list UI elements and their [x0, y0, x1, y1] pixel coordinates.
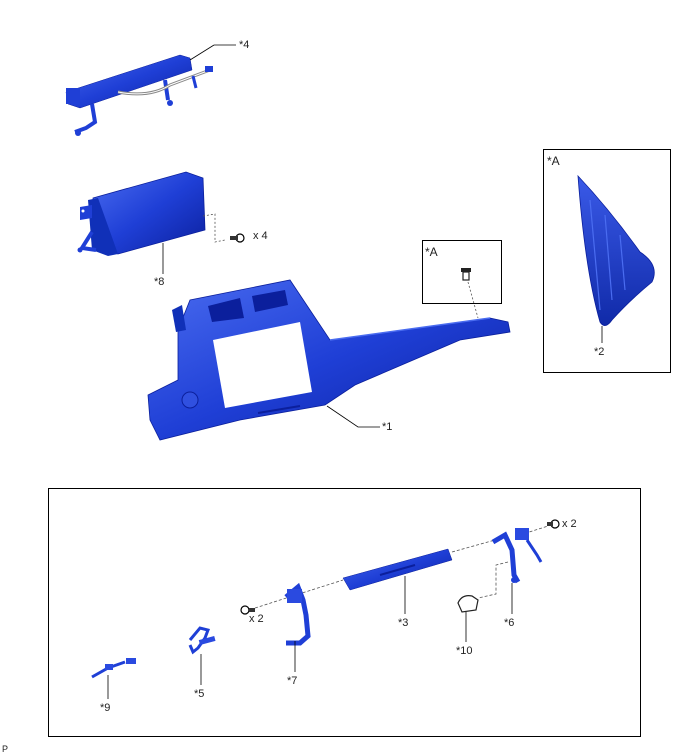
center-trim-part: [147, 279, 511, 441]
part-label-10: *10: [456, 645, 473, 657]
screw-icon: [230, 233, 245, 243]
part-label-8: *8: [154, 276, 165, 288]
leader-line-4: [189, 44, 215, 61]
right-bracket-part: [491, 528, 543, 584]
side-trim-part: [577, 174, 655, 326]
sub-assembly-box: [48, 488, 641, 737]
qty-display-screws: x 4: [253, 230, 268, 242]
qty-left-bracket-screws: x 2: [249, 613, 264, 625]
knob-part: [457, 595, 479, 613]
screw-icon: [547, 519, 560, 529]
screw-icon: [240, 605, 255, 615]
left-bracket-part: [284, 582, 311, 646]
part-label-1: *1: [382, 421, 393, 433]
part-label-2: *2: [594, 346, 605, 358]
part-label-4: *4: [239, 39, 250, 51]
bracket-harness-part: [65, 54, 213, 136]
view-a-detail-label: *A: [547, 154, 560, 168]
leader-line-1: [326, 405, 380, 428]
switch-panel-part: [342, 548, 453, 591]
corner-code: P: [2, 744, 9, 754]
part-label-3: *3: [398, 617, 409, 629]
qty-right-bracket-screws: x 2: [562, 518, 577, 530]
harness-connector-part: [91, 658, 136, 679]
part-label-6: *6: [504, 617, 515, 629]
display-unit-part: [77, 171, 206, 256]
view-a-detail-box: [543, 149, 671, 373]
clip-icon: [461, 268, 471, 281]
view-a-callout-box: [422, 240, 502, 304]
part-label-7: *7: [287, 675, 298, 687]
view-a-callout-label: *A: [425, 245, 438, 259]
harness-clip-part: [188, 626, 216, 655]
part-label-9: *9: [100, 702, 111, 714]
part-label-5: *5: [194, 688, 205, 700]
